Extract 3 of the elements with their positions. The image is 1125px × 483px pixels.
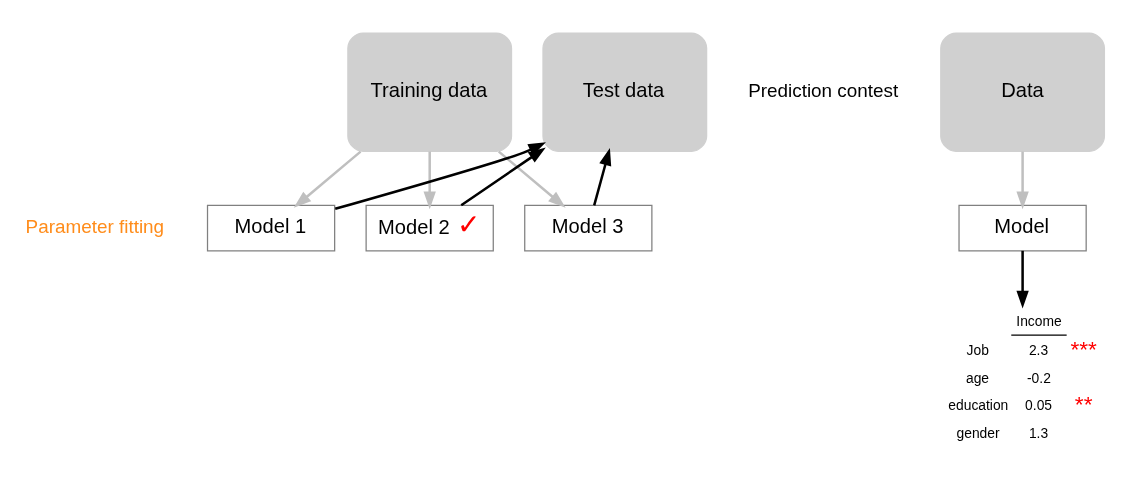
- node-label: Prediction contest: [748, 79, 899, 101]
- node-text: Income Job 2.3 *** age -0.2 education 0.05 ** gender 1.3: [948, 312, 1097, 441]
- label: Parameter fitting: [25, 215, 165, 237]
